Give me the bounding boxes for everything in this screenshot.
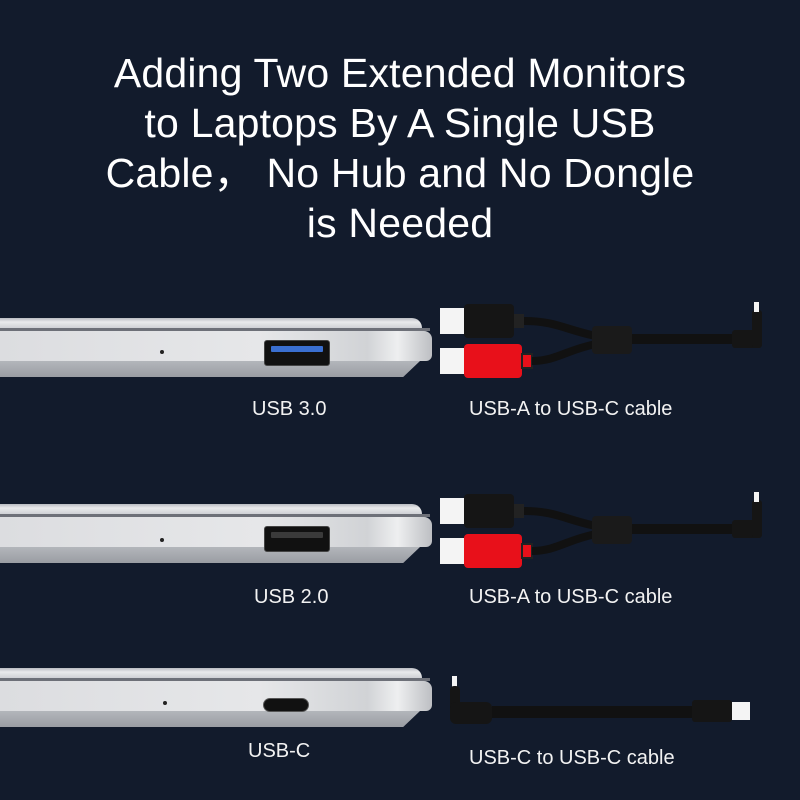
indicator-dot <box>160 350 164 354</box>
y-cable-usb-a-to-usb-c-icon <box>440 302 762 378</box>
cable-label-1: USB-A to USB-C cable <box>469 398 673 420</box>
laptop-usb2 <box>0 500 432 572</box>
headline-line-3: Cable， No Hub and No Dongle <box>105 150 695 196</box>
cable-label-2: USB-A to USB-C cable <box>469 586 673 608</box>
cable-label-3: USB-C to USB-C cable <box>469 747 675 769</box>
headline-line-4: is Needed <box>306 200 494 246</box>
usbc-port-icon <box>263 698 309 712</box>
headline-line-2: to Laptops By A Single USB <box>144 100 656 146</box>
port-label-usb3: USB 3.0 <box>252 398 327 420</box>
port-label-usbc: USB-C <box>248 740 311 762</box>
indicator-dot <box>160 538 164 542</box>
port-label-usb2: USB 2.0 <box>254 586 329 608</box>
headline: Adding Two Extended Monitors to Laptops … <box>0 48 800 248</box>
usb3-port-icon <box>264 340 330 366</box>
laptop-usbc <box>0 664 432 736</box>
headline-line-1: Adding Two Extended Monitors <box>113 50 687 96</box>
usb-c-to-usb-c-cable-icon <box>450 676 750 724</box>
indicator-dot <box>163 701 167 705</box>
usb2-port-icon <box>264 526 330 552</box>
y-cable-usb-a-to-usb-c-icon <box>440 492 762 568</box>
laptop-usb3 <box>0 312 432 384</box>
